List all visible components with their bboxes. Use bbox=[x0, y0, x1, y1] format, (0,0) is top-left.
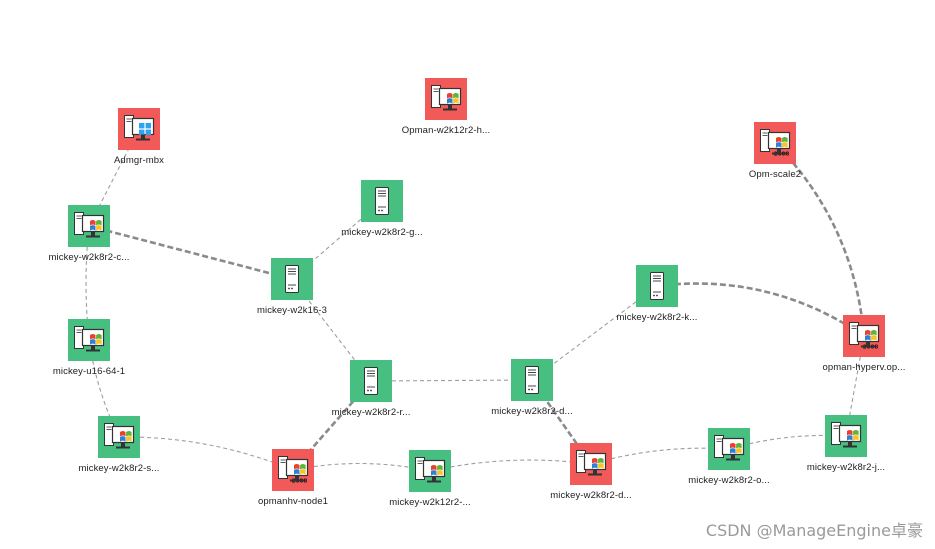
device-label: opman-hyperv.op... bbox=[822, 362, 906, 373]
windows-xp-desktop-icon[interactable] bbox=[68, 319, 110, 361]
device-node-w2k8r2_g[interactable]: mickey-w2k8r2-g... bbox=[322, 180, 442, 238]
windows-xp-desktop-icon[interactable] bbox=[98, 416, 140, 458]
watermark: CSDN @ManageEngine卓豪 bbox=[705, 521, 923, 540]
server-tower-icon[interactable] bbox=[350, 360, 392, 402]
device-node-w2k8r2_j[interactable]: mickey-w2k8r2-j... bbox=[786, 415, 906, 473]
device-label: mickey-w2k8r2-c... bbox=[48, 252, 130, 263]
device-label: Admgr-mbx bbox=[114, 155, 164, 166]
server-tower-icon[interactable] bbox=[636, 265, 678, 307]
device-label: mickey-w2k8r2-r... bbox=[331, 407, 411, 418]
windows-xp-desktop-icon[interactable] bbox=[68, 205, 110, 247]
device-label: mickey-w2k8r2-d... bbox=[550, 490, 632, 501]
device-node-w2k16_3[interactable]: mickey-w2k16-3 bbox=[232, 258, 352, 316]
device-node-opman_hyperv[interactable]: 2008 opman-hyperv.op... bbox=[804, 315, 924, 373]
windows-xp-desktop-icon[interactable] bbox=[409, 450, 451, 492]
device-label: Opm-scale2 bbox=[748, 169, 802, 180]
windows-2008-desktop-icon[interactable]: 2008 bbox=[272, 449, 314, 491]
device-node-w2k8r2_o[interactable]: mickey-w2k8r2-o... bbox=[669, 428, 789, 486]
device-label: mickey-w2k16-3 bbox=[256, 305, 328, 316]
device-node-u16_64_1[interactable]: mickey-u16-64-1 bbox=[29, 319, 149, 377]
device-label: mickey-w2k8r2-o... bbox=[688, 475, 770, 486]
windows-2008-desktop-icon[interactable]: 2008 bbox=[754, 122, 796, 164]
server-tower-icon[interactable] bbox=[511, 359, 553, 401]
device-label: mickey-w2k12r2-... bbox=[389, 497, 471, 508]
device-label: mickey-w2k8r2-s... bbox=[78, 463, 160, 474]
windows-desktop-icon[interactable] bbox=[118, 108, 160, 150]
device-label: mickey-w2k8r2-g... bbox=[341, 227, 423, 238]
device-node-w2k8r2_d1[interactable]: mickey-w2k8r2-d... bbox=[472, 359, 592, 417]
device-node-opman_w2k12[interactable]: Opman-w2k12r2-h... bbox=[386, 78, 506, 136]
device-label: mickey-u16-64-1 bbox=[52, 366, 126, 377]
link-w2k8r2_k-opman_hyperv bbox=[656, 282, 865, 338]
link-w2k8r2_d1-w2k8r2_k bbox=[531, 285, 658, 381]
windows-2008-desktop-icon[interactable]: 2008 bbox=[843, 315, 885, 357]
link-w2k8r2_c-u16_64_1 bbox=[85, 225, 90, 341]
device-node-w2k8r2_r[interactable]: mickey-w2k8r2-r... bbox=[311, 360, 431, 418]
device-node-w2k8r2_s[interactable]: mickey-w2k8r2-s... bbox=[59, 416, 179, 474]
device-node-opmanhv_node1[interactable]: 2008 opmanhv-node1 bbox=[233, 449, 353, 507]
windows-xp-desktop-icon[interactable] bbox=[425, 78, 467, 120]
device-node-admgr[interactable]: Admgr-mbx bbox=[79, 108, 199, 166]
windows-xp-desktop-icon[interactable] bbox=[825, 415, 867, 457]
link-w2k8r2_c-w2k16_3 bbox=[88, 224, 293, 281]
device-label: mickey-w2k8r2-k... bbox=[616, 312, 698, 323]
device-label: mickey-w2k8r2-j... bbox=[806, 462, 886, 473]
server-tower-icon[interactable] bbox=[271, 258, 313, 300]
device-node-opm_scale2[interactable]: 2008 Opm-scale2 bbox=[715, 122, 835, 180]
windows-xp-desktop-icon[interactable] bbox=[570, 443, 612, 485]
device-node-w2k8r2_c[interactable]: mickey-w2k8r2-c... bbox=[29, 205, 149, 263]
device-label: opmanhv-node1 bbox=[258, 496, 328, 507]
server-tower-icon[interactable] bbox=[361, 180, 403, 222]
device-label: Opman-w2k12r2-h... bbox=[401, 125, 491, 136]
device-node-w2k8r2_k[interactable]: mickey-w2k8r2-k... bbox=[597, 265, 717, 323]
windows-xp-desktop-icon[interactable] bbox=[708, 428, 750, 470]
device-node-w2k8r2_d2[interactable]: mickey-w2k8r2-d... bbox=[531, 443, 651, 501]
device-label: mickey-w2k8r2-d... bbox=[491, 406, 573, 417]
device-node-w2k12r2[interactable]: mickey-w2k12r2-... bbox=[370, 450, 490, 508]
